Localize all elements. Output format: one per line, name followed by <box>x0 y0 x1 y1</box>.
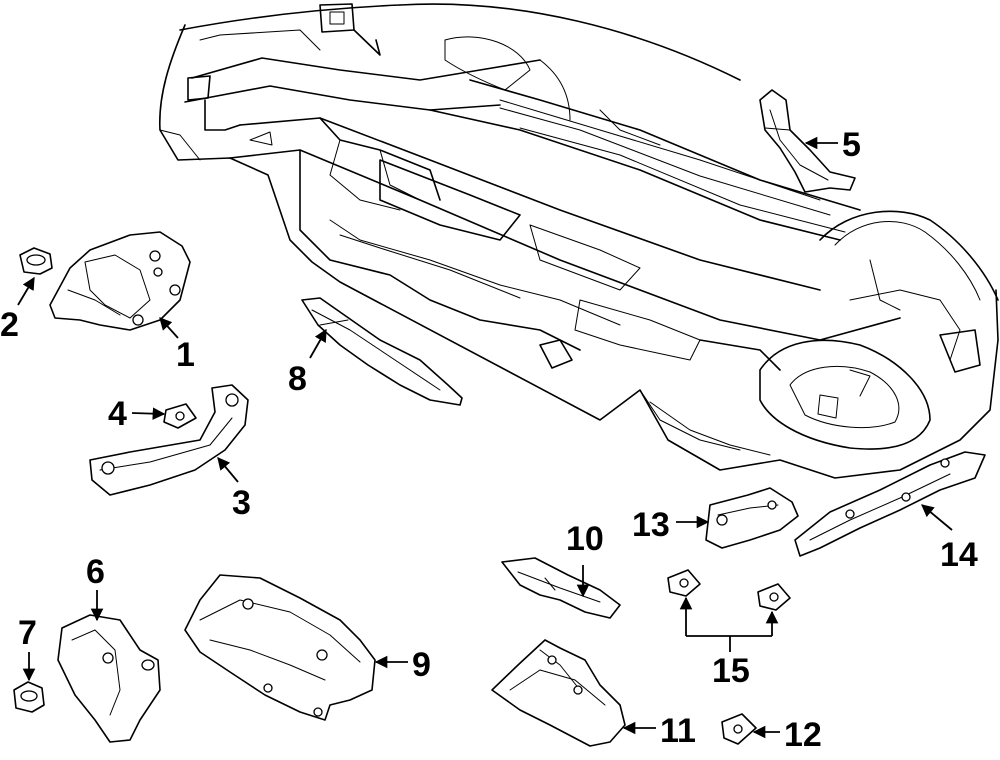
part-12-clip <box>721 713 757 745</box>
callout-1: 1 <box>176 336 195 374</box>
arrow-14 <box>921 504 953 531</box>
underbody-floor-pan <box>158 3 999 479</box>
part-6-heat-shield <box>57 614 161 743</box>
callout-10: 10 <box>566 520 604 558</box>
callout-13: 13 <box>632 506 670 544</box>
part-9-heat-shield <box>184 574 376 721</box>
arrow-1 <box>159 317 179 339</box>
callout-8: 8 <box>288 360 307 398</box>
part-15-clip-left <box>667 569 701 597</box>
part-7-nut <box>13 681 45 713</box>
part-4-clip <box>163 403 197 429</box>
part-5-heat-shield <box>759 89 856 193</box>
callout-11: 11 <box>660 712 696 750</box>
part-13-heat-shield <box>705 487 799 549</box>
callout-12: 12 <box>784 716 822 754</box>
callout-14: 14 <box>940 536 978 574</box>
part-14-heat-shield <box>794 451 986 557</box>
part-15-clip-right <box>757 583 791 611</box>
arrow-3 <box>217 457 239 483</box>
part-10-heat-shield <box>501 557 621 619</box>
part-1-heat-shield <box>49 231 191 331</box>
callout-5: 5 <box>842 126 861 164</box>
callout-4: 4 <box>108 395 127 433</box>
callout-3: 3 <box>232 484 251 522</box>
arrow-8 <box>309 328 327 359</box>
callout-9: 9 <box>412 646 431 684</box>
arrow-2 <box>17 276 35 306</box>
callout-7: 7 <box>18 614 37 652</box>
part-2-nut <box>19 247 53 275</box>
part-8-heat-shield <box>301 297 463 406</box>
callout-15: 15 <box>712 652 750 690</box>
arrow-4 <box>131 407 166 420</box>
part-3-bracket <box>89 384 249 496</box>
callout-2: 2 <box>0 306 19 344</box>
callout-6: 6 <box>86 553 105 591</box>
part-11-heat-shield <box>491 639 626 747</box>
leader-arrows <box>17 136 953 739</box>
callout-labels: 1 2 3 4 5 6 7 8 9 10 11 12 13 14 15 <box>0 126 978 754</box>
